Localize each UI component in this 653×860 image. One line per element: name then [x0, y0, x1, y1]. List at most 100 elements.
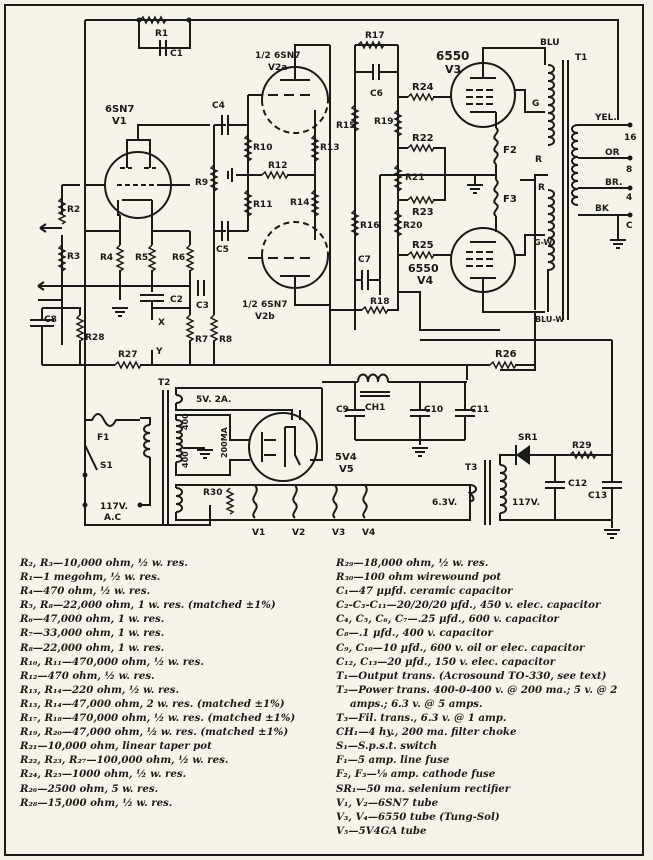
parts-list-item: R₁₂—470 ohm, ½ w. res. [20, 669, 155, 682]
feedback-loop [84, 19, 619, 526]
capacitor-c4: C4 [212, 101, 248, 135]
capacitor-c9: C9 [336, 382, 365, 440]
parts-list-item: R₁₃, R₁₄—220 ohm, ½ w. res. [20, 683, 180, 696]
label-c13: C13 [588, 491, 607, 501]
label-r6: R6 [172, 253, 185, 263]
label-r5: R5 [135, 253, 148, 263]
label-c12: C12 [568, 479, 587, 489]
parts-list-item: R₂₆—2500 ohm, 5 w. res. [20, 782, 159, 795]
parts-list-item: C₈—.1 μfd., 400 v. capacitor [336, 627, 493, 640]
resistor-r19: R19 [374, 109, 402, 137]
label-c8: C8 [44, 315, 57, 325]
v2a-type-label: 1/2 6SN7 [255, 51, 300, 61]
choke-ch1: CH1 [357, 373, 390, 413]
v1-type-label: 6SN7 [105, 104, 135, 115]
label-c3: C3 [196, 301, 209, 311]
resistor-r11: R11 [244, 189, 272, 217]
parts-list-right-column: R₂₉—18,000 ohm, ½ w. res.R₃₀—100 ohm wir… [336, 556, 646, 838]
resistor-r29: R29 [569, 441, 597, 459]
label-c2: C2 [170, 295, 183, 305]
label-c7: C7 [358, 255, 371, 265]
label-r30: R30 [203, 488, 222, 498]
v2b-label: V2b [255, 312, 275, 322]
label-bk: BK [595, 204, 610, 214]
label-400-a: 400 [181, 413, 190, 430]
resistor-r28: R28 [76, 314, 104, 343]
label-c5: C5 [216, 245, 229, 255]
parts-list-item: F₁—5 amp. line fuse [336, 754, 450, 767]
capacitor-c11: C11 [455, 382, 489, 440]
parts-list-item: R₁₇, R₁₈—470,000 ohm, ½ w. res. (matched… [20, 712, 296, 725]
parts-list-item: C₄, C₅, C₆, C₇—.25 μfd., 600 v. capacito… [336, 613, 559, 626]
parts-list-item: R₁₉, R₂₀—47,000 ohm, ½ w. res. (matched … [20, 726, 289, 739]
capacitor-c10: C10 [410, 382, 443, 440]
parts-list-item: R₅, R₈—22,000 ohm, 1 w. res. (matched ±1… [20, 599, 276, 612]
v4-type-label: 6550 [408, 262, 439, 275]
label-c11: C11 [470, 405, 489, 415]
resistor-r2: R2 [58, 197, 80, 225]
parts-list-item: R₂₉—18,000 ohm, ½ w. res. [336, 557, 489, 569]
v1-label: V1 [112, 116, 127, 127]
label-r27: R27 [118, 350, 137, 360]
label-r2: R2 [67, 205, 80, 215]
v3-type-label: 6550 [436, 49, 469, 63]
label-5v-2a: 5V. 2A. [196, 395, 231, 405]
resistor-r4: R4 [100, 244, 124, 272]
label-r10: R10 [253, 143, 272, 153]
parts-list-item: R₂₄, R₂₅—1000 ohm, ½ w. res. [20, 768, 187, 781]
capacitor-c5: C5 [214, 221, 248, 255]
label-c4: C4 [212, 101, 225, 111]
label-r18: R18 [370, 297, 389, 307]
parts-list-left-column: R₂, R₃—10,000 ohm, ½ w. res.R₁—1 megohm,… [20, 556, 330, 810]
resistor-r22: R22 [407, 133, 435, 152]
capacitor-c3: C3 [196, 280, 209, 311]
capacitor-c13: C13 [588, 340, 622, 520]
parts-list-item: R₁—1 megohm, ½ w. res. [20, 571, 161, 584]
capacitor-c2: C2 [140, 294, 183, 305]
label-r8: R8 [219, 335, 232, 345]
v4-label: V4 [417, 274, 434, 287]
resistor-r13: R13 [311, 134, 339, 162]
tube-v5: 5V4 V5 [248, 388, 357, 482]
label-r25: R25 [412, 240, 434, 251]
resistor-r15: R15 [336, 104, 359, 132]
schematic-frame [4, 4, 644, 856]
label-c6: C6 [370, 89, 383, 99]
fuse-f3: F3 [493, 179, 517, 217]
filament-v1-label: V1 [252, 528, 265, 538]
label-blu: BLU [540, 38, 560, 48]
resistor-r18: R18 [361, 297, 389, 314]
label-r-lower: R [538, 183, 545, 193]
power-transformer-t2: T2 5V. 2A. 400 400 200MA [140, 378, 471, 525]
fuse-f1: F1 [85, 413, 140, 443]
resistor-r10: R10 [244, 134, 272, 162]
label-r11: R11 [253, 200, 272, 210]
label-63v: 6.3V. [432, 498, 457, 508]
resistor-r14: R14 [290, 189, 319, 217]
label-400-b: 400 [181, 451, 190, 468]
label-f2: F2 [503, 145, 517, 156]
filament-v2-label: V2 [292, 528, 305, 538]
tube-v1: 6SN7 V1 [104, 104, 210, 219]
parts-list-item: F₂, F₃—⅛ amp. cathode fuse [336, 768, 496, 781]
label-r23: R23 [412, 207, 434, 218]
label-r24: R24 [412, 82, 434, 93]
label-f3: F3 [503, 194, 517, 205]
tap-8: 8 [626, 165, 632, 175]
capacitor-c8: C8 [30, 315, 57, 327]
output-transformer-t1: T1 BLU G R R G-W BLU-W YEL. OR BR. BK 16… [520, 38, 637, 324]
label-r12: R12 [268, 161, 287, 171]
label-200ma: 200MA [220, 426, 229, 458]
parts-list-item: R₁₀, R₁₁—470,000 ohm, ½ w. res. [20, 655, 204, 668]
parts-list-item: C₁₂, C₁₃—20 μfd., 150 v. elec. capacitor [336, 655, 556, 668]
fuse-f2: F2 [493, 127, 517, 165]
label-r3: R3 [67, 252, 80, 262]
tube-v4: 6550 V4 [408, 227, 545, 313]
resistor-r17: R17 [357, 31, 385, 49]
parts-list-item: R₆—47,000 ohm, 1 w. res. [20, 613, 165, 626]
amplifier-schematic: R1 C1 6SN7 V1 R2 R3 R4 R5 R6 C2 X C3 R7 … [30, 16, 637, 539]
label-r20: R20 [403, 221, 422, 231]
label-c10: C10 [424, 405, 443, 415]
v5-label: V5 [339, 464, 354, 475]
label-x: X [158, 318, 165, 328]
